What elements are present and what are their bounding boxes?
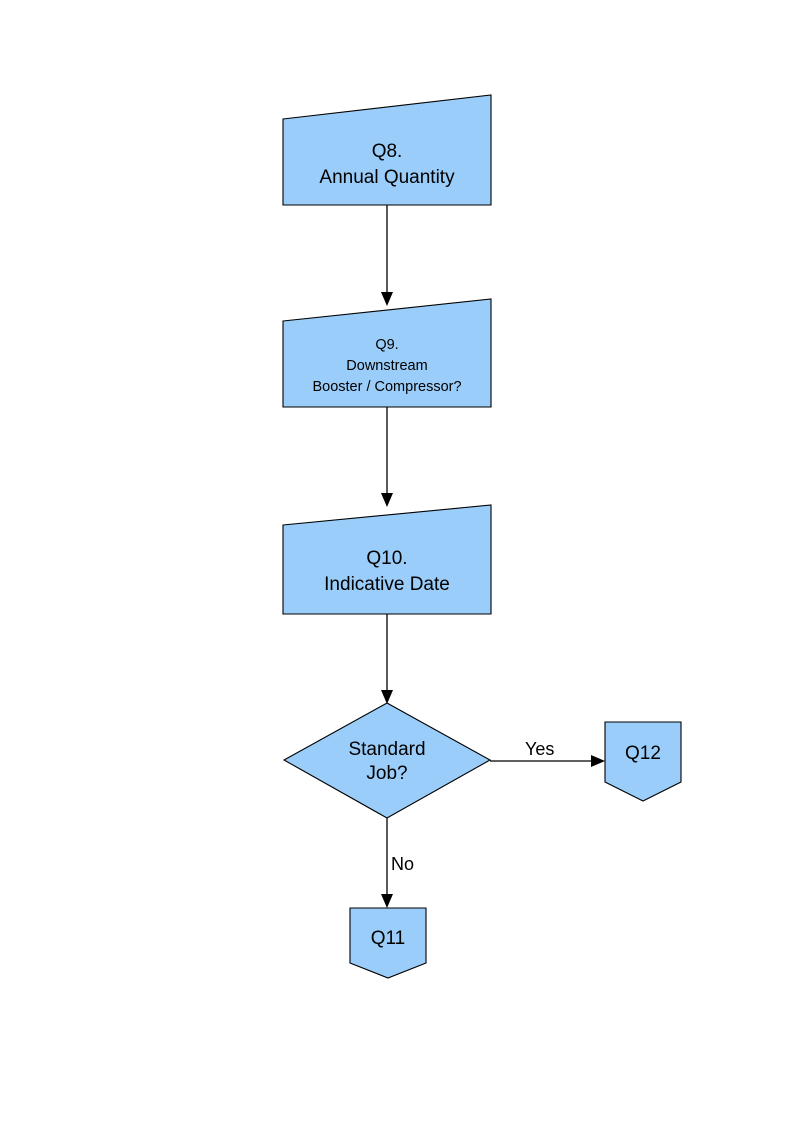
edge-q8-to-q9 — [381, 205, 393, 306]
q10-shape[interactable] — [282, 504, 492, 615]
edge-decision-to-q12: Yes — [490, 739, 605, 767]
decision-label-line1: Standard — [348, 739, 425, 760]
edge-q9-to-q10-arrowhead — [381, 493, 393, 507]
node-q9[interactable]: Q9. Downstream Booster / Compressor? — [282, 298, 492, 408]
node-decision-standard-job[interactable]: Standard Job? — [282, 702, 492, 819]
edge-q8-to-q9-arrowhead — [381, 292, 393, 306]
q9-label-line1: Q9. — [375, 337, 398, 353]
q10-label-line1: Q10. — [366, 548, 407, 569]
edge-q10-to-decision — [381, 614, 393, 704]
q12-label: Q12 — [625, 743, 661, 764]
q10-label-line2: Indicative Date — [324, 574, 450, 595]
node-q10[interactable]: Q10. Indicative Date — [282, 504, 492, 615]
q12-shape[interactable] — [604, 721, 682, 802]
edge-q10-to-decision-arrowhead — [381, 690, 393, 704]
q8-shape[interactable] — [282, 94, 492, 206]
decision-shape[interactable] — [282, 702, 492, 819]
q9-label-line2: Downstream — [346, 358, 427, 374]
edge-label-no: No — [391, 854, 414, 874]
node-q8[interactable]: Q8. Annual Quantity — [282, 94, 492, 206]
node-q12[interactable]: Q12 — [604, 721, 682, 802]
q11-label: Q11 — [371, 928, 406, 949]
edge-decision-to-q11: No — [381, 818, 414, 908]
q9-shape[interactable] — [282, 298, 492, 408]
q9-label-line3: Booster / Compressor? — [312, 379, 461, 395]
q11-shape[interactable] — [349, 907, 427, 979]
node-q11[interactable]: Q11 — [349, 907, 427, 979]
edge-decision-to-q11-arrowhead — [381, 894, 393, 908]
q8-label-line2: Annual Quantity — [319, 167, 455, 188]
q8-label-line1: Q8. — [372, 141, 403, 162]
decision-label-line2: Job? — [366, 763, 407, 784]
edge-decision-to-q12-arrowhead — [591, 755, 605, 767]
edge-q9-to-q10 — [381, 407, 393, 507]
edge-label-yes: Yes — [525, 739, 554, 759]
